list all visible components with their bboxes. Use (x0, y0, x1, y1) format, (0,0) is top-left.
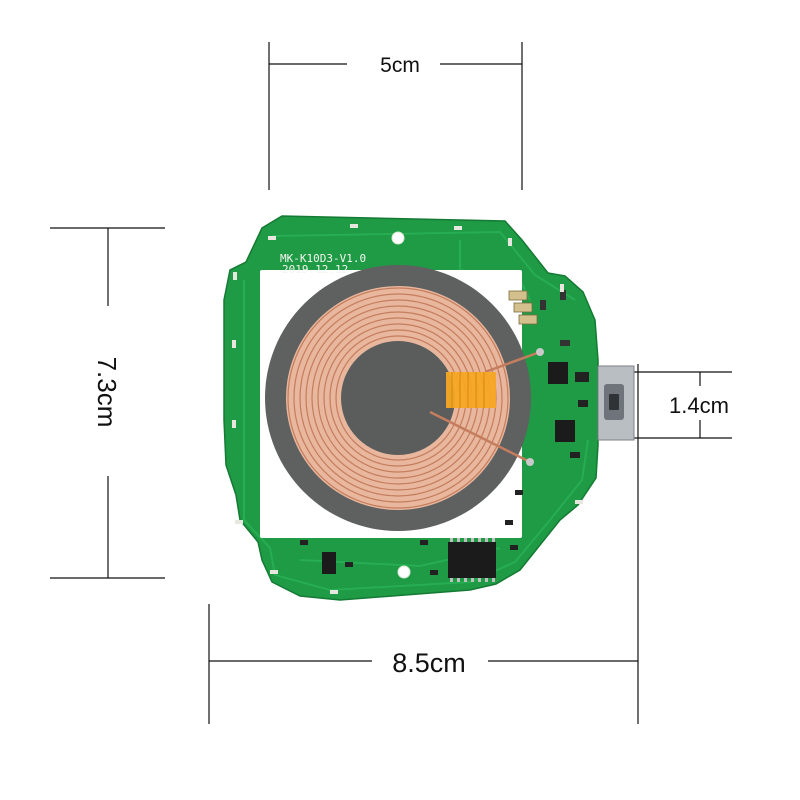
dimension-top (268, 42, 523, 190)
ic-chip (548, 362, 568, 384)
board-date-label: 2019.12.12 (282, 263, 348, 276)
ic-chip (555, 420, 575, 442)
dimension-left (50, 227, 165, 579)
dimension-usb (632, 371, 732, 439)
top-width-label: 5cm (380, 54, 420, 77)
controller-chip (448, 542, 496, 578)
usb-width-label: 1.4cm (669, 393, 729, 418)
charging-coil (265, 265, 544, 531)
bottom-width-label: 8.5cm (392, 648, 466, 678)
kapton-tape (446, 372, 496, 408)
components (232, 224, 635, 594)
micro-usb-port-icon (597, 365, 635, 441)
mounting-hole (391, 231, 405, 245)
board-model-label: MK-K10D3-V1.0 (280, 252, 366, 265)
height-label: 7.3cm (92, 357, 122, 428)
dimension-bottom (208, 364, 639, 724)
mounting-hole (397, 565, 411, 579)
coil-center (341, 341, 455, 455)
